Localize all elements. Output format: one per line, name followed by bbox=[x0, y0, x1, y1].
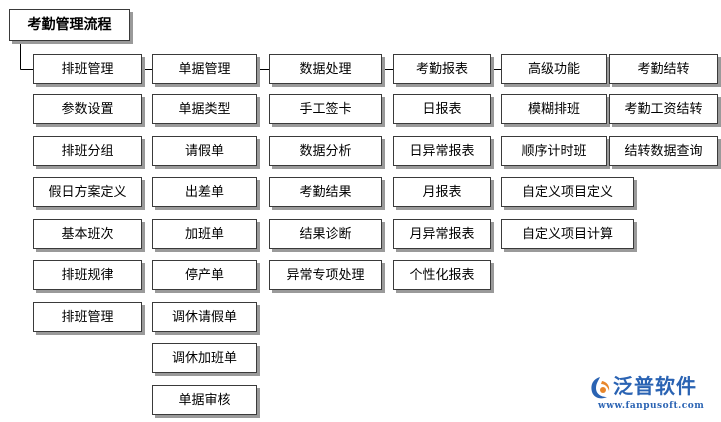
column-header-box: 考勤结转 bbox=[609, 54, 718, 84]
process-step-box: 自定义项目计算 bbox=[501, 219, 634, 249]
process-step-label: 月异常报表 bbox=[409, 226, 475, 242]
column-header-box: 数据处理 bbox=[269, 54, 382, 84]
logo-mark-icon bbox=[591, 377, 610, 399]
process-step-box: 排班管理 bbox=[33, 302, 142, 332]
process-step-label: 自定义项目计算 bbox=[521, 226, 613, 242]
process-step-label: 基本班次 bbox=[61, 226, 114, 242]
process-step-label: 请假单 bbox=[184, 143, 224, 159]
process-step-label: 调休加班单 bbox=[171, 350, 237, 366]
process-step-label: 加班单 bbox=[184, 226, 224, 242]
process-step-box: 月异常报表 bbox=[393, 219, 491, 249]
process-step-label: 个性化报表 bbox=[409, 267, 475, 283]
column-header-label: 排班管理 bbox=[61, 61, 114, 77]
process-step-box: 调休加班单 bbox=[152, 343, 257, 373]
process-step-box: 结转数据查询 bbox=[609, 136, 718, 166]
process-step-box: 单据类型 bbox=[152, 94, 257, 124]
column-header-label: 单据管理 bbox=[178, 61, 231, 77]
process-step-box: 参数设置 bbox=[33, 94, 142, 124]
process-step-label: 停产单 bbox=[184, 267, 224, 283]
column-header-box: 单据管理 bbox=[152, 54, 257, 84]
column-header-label: 高级功能 bbox=[527, 61, 580, 77]
process-step-label: 排班分组 bbox=[61, 143, 114, 159]
process-step-label: 结转数据查询 bbox=[624, 143, 703, 159]
column-header-box: 高级功能 bbox=[501, 54, 607, 84]
process-step-label: 单据类型 bbox=[178, 101, 231, 117]
process-step-box: 调休请假单 bbox=[152, 302, 257, 332]
process-step-box: 排班规律 bbox=[33, 260, 142, 290]
process-step-box: 考勤结果 bbox=[269, 177, 382, 207]
process-step-label: 手工签卡 bbox=[299, 101, 352, 117]
process-step-box: 停产单 bbox=[152, 260, 257, 290]
process-step-label: 数据分析 bbox=[299, 143, 352, 159]
column-header-box: 考勤报表 bbox=[393, 54, 491, 84]
process-step-label: 参数设置 bbox=[61, 101, 114, 117]
process-step-box: 自定义项目定义 bbox=[501, 177, 634, 207]
process-step-box: 个性化报表 bbox=[393, 260, 491, 290]
process-step-box: 月报表 bbox=[393, 177, 491, 207]
process-step-box: 手工签卡 bbox=[269, 94, 382, 124]
process-step-box: 排班分组 bbox=[33, 136, 142, 166]
root-title-box: 考勤管理流程 bbox=[9, 9, 130, 41]
brand-logo: 泛普软件 www.fanpusoft.com bbox=[588, 373, 716, 415]
process-step-label: 排班规律 bbox=[61, 267, 114, 283]
process-step-box: 异常专项处理 bbox=[269, 260, 382, 290]
process-step-box: 日报表 bbox=[393, 94, 491, 124]
process-step-box: 模糊排班 bbox=[501, 94, 607, 124]
process-step-label: 结果诊断 bbox=[299, 226, 352, 242]
process-step-box: 顺序计时班 bbox=[501, 136, 607, 166]
process-step-label: 考勤工资结转 bbox=[624, 101, 703, 117]
process-step-box: 单据审核 bbox=[152, 385, 257, 415]
process-step-label: 月报表 bbox=[422, 184, 462, 200]
column-header-label: 考勤报表 bbox=[415, 61, 468, 77]
root-title-label: 考勤管理流程 bbox=[27, 17, 112, 33]
logo-brand-text: 泛普软件 bbox=[613, 374, 697, 398]
process-step-box: 出差单 bbox=[152, 177, 257, 207]
process-step-label: 日报表 bbox=[422, 101, 462, 117]
process-step-box: 日异常报表 bbox=[393, 136, 491, 166]
column-header-box: 排班管理 bbox=[33, 54, 142, 84]
process-step-label: 排班管理 bbox=[61, 309, 114, 325]
process-step-label: 假日方案定义 bbox=[48, 184, 127, 200]
process-step-box: 结果诊断 bbox=[269, 219, 382, 249]
column-header-label: 数据处理 bbox=[299, 61, 352, 77]
process-step-box: 基本班次 bbox=[33, 219, 142, 249]
process-step-box: 考勤工资结转 bbox=[609, 94, 718, 124]
logo-url-text: www.fanpusoft.com bbox=[598, 401, 705, 411]
process-step-label: 自定义项目定义 bbox=[521, 184, 613, 200]
process-step-box: 请假单 bbox=[152, 136, 257, 166]
process-step-box: 数据分析 bbox=[269, 136, 382, 166]
column-header-label: 考勤结转 bbox=[637, 61, 690, 77]
process-step-box: 加班单 bbox=[152, 219, 257, 249]
process-step-label: 考勤结果 bbox=[299, 184, 352, 200]
process-step-label: 单据审核 bbox=[178, 392, 231, 408]
process-step-box: 假日方案定义 bbox=[33, 177, 142, 207]
process-step-label: 日异常报表 bbox=[409, 143, 475, 159]
process-step-label: 出差单 bbox=[184, 184, 224, 200]
process-step-label: 模糊排班 bbox=[527, 101, 580, 117]
process-step-label: 调休请假单 bbox=[171, 309, 237, 325]
process-step-label: 顺序计时班 bbox=[521, 143, 587, 159]
process-step-label: 异常专项处理 bbox=[286, 267, 365, 283]
